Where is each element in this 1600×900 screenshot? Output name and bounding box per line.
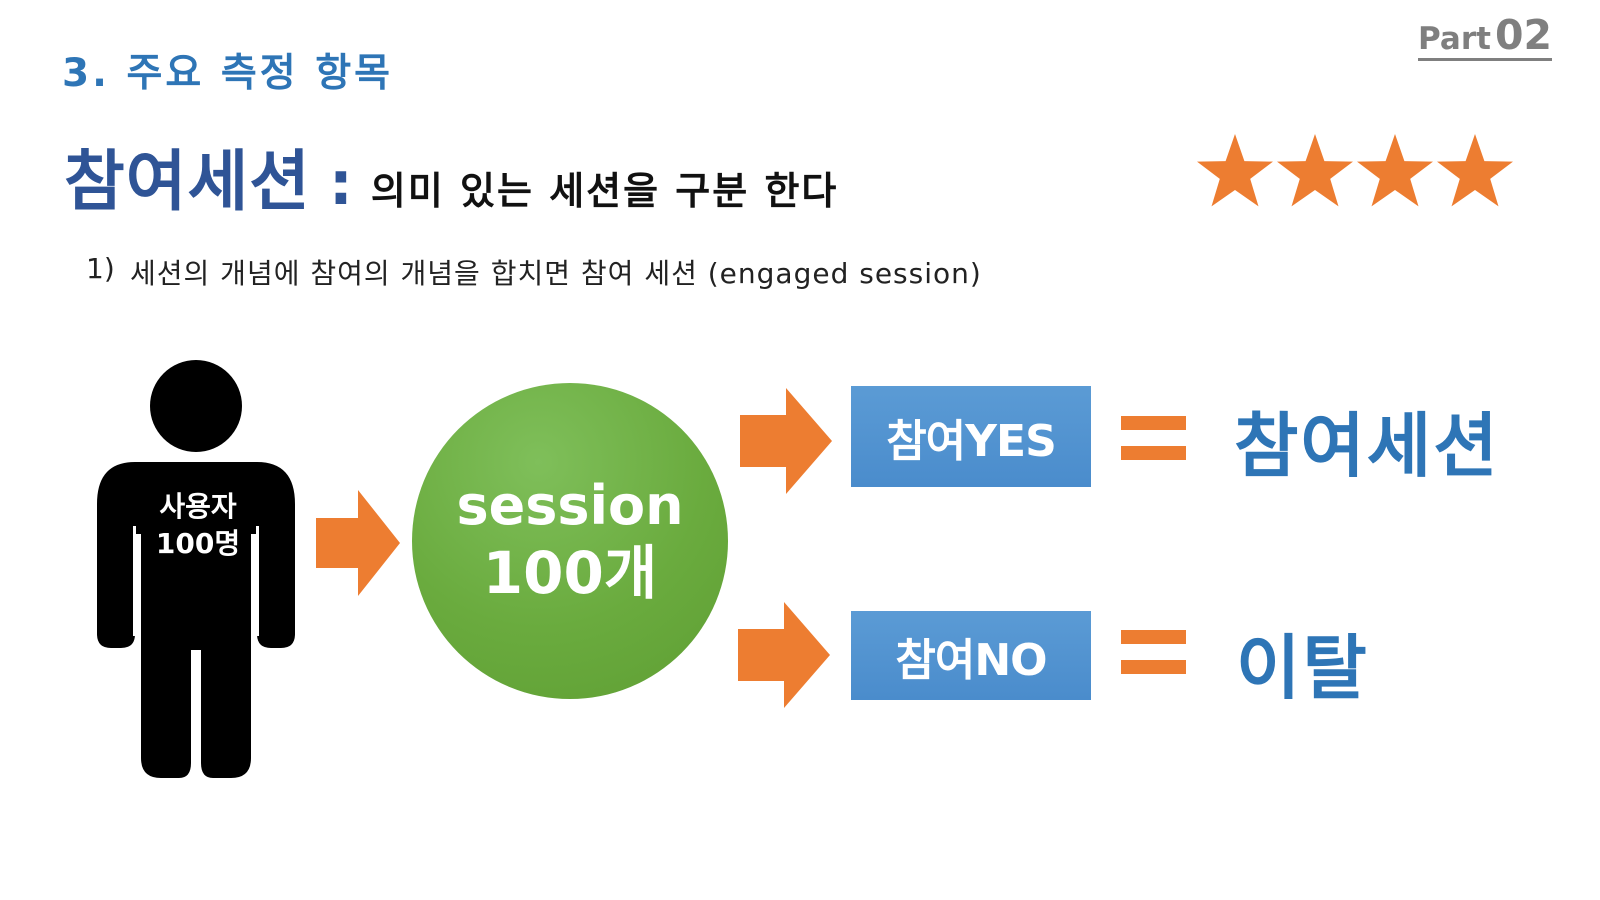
list-item-number: 1) bbox=[86, 252, 115, 285]
arrow-right-icon bbox=[316, 490, 400, 596]
star-icon bbox=[1277, 134, 1353, 207]
page-title: 참여세션: 의미 있는 세션을 구분 한다 bbox=[64, 128, 838, 224]
engaged-no-box: 참여NO bbox=[851, 611, 1091, 700]
part-badge: Part02 bbox=[1418, 11, 1552, 62]
engaged-session-result: 참여세션 bbox=[1234, 405, 1500, 487]
user-count-label: 사용자 100명 bbox=[118, 488, 278, 562]
session-label: session bbox=[456, 474, 684, 537]
title-main: 참여세션 bbox=[64, 143, 311, 220]
equals-bar bbox=[1121, 630, 1186, 644]
user-label-line1: 사용자 bbox=[159, 490, 237, 523]
section-label: 3. 주요 측정 항목 bbox=[62, 51, 393, 96]
title-colon: : bbox=[328, 149, 353, 219]
equals-bar bbox=[1121, 446, 1186, 460]
equals-sign bbox=[1121, 416, 1186, 460]
star-icon bbox=[1197, 134, 1273, 207]
session-count: 100개 bbox=[482, 539, 658, 607]
equals-sign bbox=[1121, 630, 1186, 674]
bounce-result: 이탈 bbox=[1236, 627, 1369, 709]
star-icon bbox=[1357, 134, 1433, 207]
equals-bar bbox=[1121, 660, 1186, 674]
star-icon bbox=[1437, 134, 1513, 207]
list-item-text: 세션의 개념에 참여의 개념을 합치면 참여 세션 (engaged sessi… bbox=[130, 257, 982, 290]
title-subtitle: 의미 있는 세션을 구분 한다 bbox=[370, 169, 839, 213]
arrow-right-icon bbox=[740, 388, 832, 494]
part-number: 02 bbox=[1494, 11, 1552, 59]
person-icon bbox=[97, 360, 295, 778]
user-label-line2: 100명 bbox=[155, 527, 241, 560]
session-circle: session 100개 bbox=[412, 383, 728, 699]
part-word: Part bbox=[1418, 21, 1491, 57]
engaged-yes-box: 참여YES bbox=[851, 386, 1091, 487]
equals-bar bbox=[1121, 416, 1186, 430]
arrow-right-icon bbox=[738, 602, 830, 708]
importance-rating bbox=[1196, 134, 1516, 212]
